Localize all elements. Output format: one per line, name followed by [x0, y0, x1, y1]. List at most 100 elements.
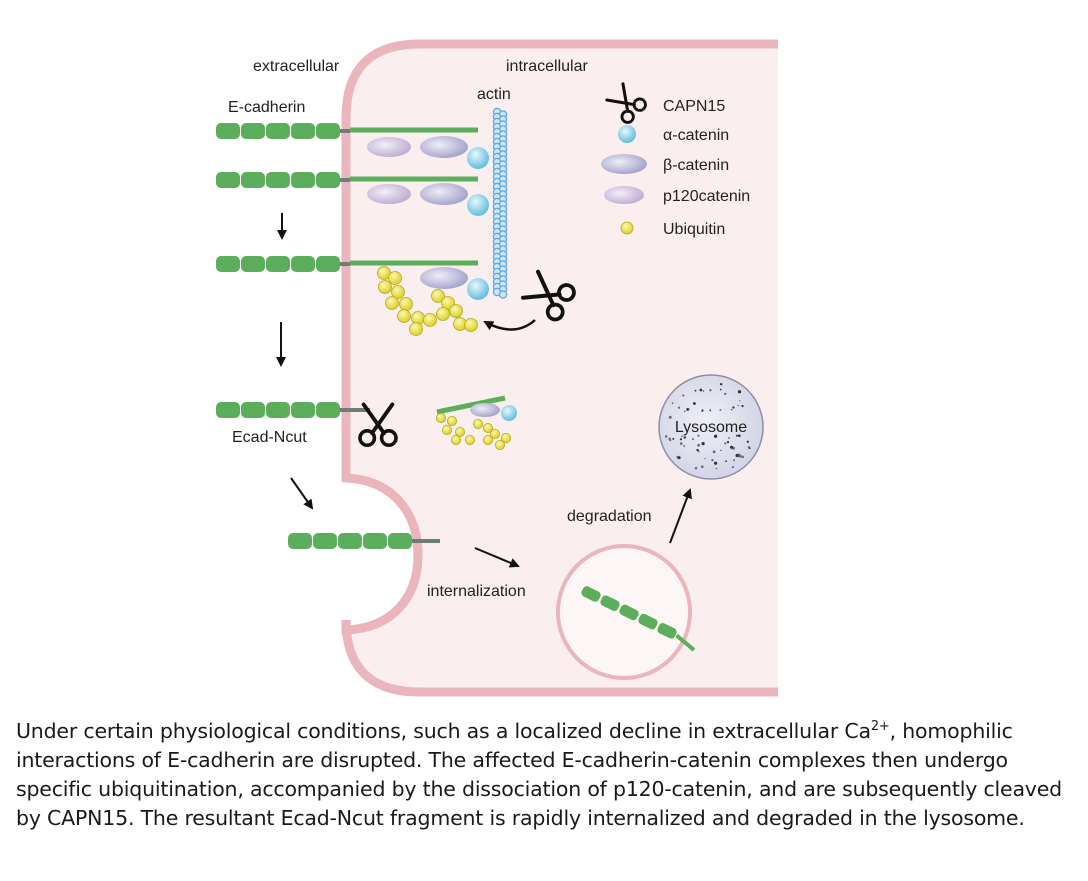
lysosome-particle: [726, 441, 730, 444]
alpha-catenin: [467, 194, 489, 216]
legend-label-p120-catenin: p120catenin: [663, 188, 750, 205]
ubiquitin: [423, 313, 437, 327]
lysosome-particle: [711, 458, 714, 462]
lysosome-particle: [730, 408, 733, 411]
degradation-label: degradation: [567, 508, 652, 525]
lysosome-particle: [677, 456, 681, 460]
ubiquitin: [391, 285, 405, 299]
lysosome-particle: [691, 438, 695, 441]
legend-label-capn15: CAPN15: [663, 98, 725, 115]
ec-domain: [241, 123, 265, 139]
ec-domain: [241, 256, 265, 272]
lysosome-particle: [701, 441, 705, 446]
ec-domain: [600, 595, 620, 611]
lysosome-particle: [671, 402, 674, 405]
ec-domain: [316, 123, 340, 139]
legend-label-ubiquitin: Ubiquitin: [663, 221, 725, 238]
lysosome: [658, 374, 764, 480]
ec-domain: [241, 402, 265, 418]
lysosome-particle: [725, 460, 727, 462]
ubiquitin: [397, 309, 411, 323]
lysosome-particle: [672, 437, 675, 440]
beta-catenin-icon: [601, 154, 647, 174]
lysosome-particle: [694, 389, 697, 392]
ubiquitin: [399, 297, 413, 311]
lysosome-particle: [697, 450, 700, 453]
ubiquitin: [482, 422, 493, 433]
arrow-diagonal: [290, 477, 314, 510]
lysosome-particle: [713, 434, 718, 438]
ec-domain: [313, 533, 337, 549]
lysosome-particle: [677, 406, 681, 409]
lysosome-particle: [741, 404, 744, 408]
lysosome-particle: [709, 409, 712, 412]
lysosome-particle: [684, 410, 686, 412]
lysosome-particle: [683, 445, 686, 447]
lysosome-particle: [696, 448, 699, 452]
ubiquitin: [441, 424, 452, 435]
alpha-catenin-icon: [618, 125, 636, 143]
ubiquitin: [431, 289, 445, 303]
legend-label-alpha-catenin: α-catenin: [663, 127, 729, 144]
lysosome-particles: [664, 383, 751, 470]
extracellular-label: extracellular: [253, 58, 340, 75]
intracellular-label: intracellular: [506, 58, 588, 75]
lysosome-particle: [701, 409, 704, 411]
lysosome-particle: [724, 392, 727, 396]
lysosome-particle: [682, 394, 685, 397]
lysosome-particle: [697, 443, 701, 447]
lysosome-particle: [729, 445, 734, 449]
lysosome-particle: [704, 457, 706, 460]
caption-text-1: Under certain physiological conditions, …: [16, 718, 871, 743]
ec-domain: [288, 533, 312, 549]
lysosome-particle: [741, 455, 745, 459]
ubiquitin: [482, 434, 493, 445]
ubiquitin: [450, 434, 461, 445]
lysosome-particle: [737, 390, 742, 394]
lysosome-particle: [735, 434, 738, 437]
ec-domain: [338, 533, 362, 549]
lysosome-particle: [732, 406, 735, 409]
ubiquitin: [472, 418, 483, 429]
arrow-internalization: [474, 547, 520, 568]
lysosome-particle: [737, 404, 739, 407]
lysosome-particle: [746, 440, 749, 443]
alpha-catenin: [467, 147, 489, 169]
lysosome-particle: [683, 436, 686, 439]
lysosome-particle: [679, 442, 683, 445]
lysosome-particle: [712, 450, 716, 454]
ubiquitin: [385, 296, 399, 310]
lysosome-particle: [681, 435, 683, 438]
ubiquitin: [435, 412, 446, 423]
lysosome-label: Lysosome: [675, 419, 747, 436]
ubiquitin: [446, 415, 457, 426]
ubiquitin: [388, 271, 402, 285]
ubiquitin: [494, 439, 505, 450]
lysosome-particle: [735, 453, 739, 458]
ubiquitin: [378, 280, 392, 294]
p120-catenin: [367, 137, 411, 157]
ec-domain: [266, 402, 290, 418]
actin-filament: [492, 107, 508, 299]
ubiquitin-cluster: [377, 266, 478, 336]
cadherin-row-3: [216, 256, 478, 272]
lysosome-particle: [668, 415, 672, 419]
lysosome-particle: [719, 409, 722, 411]
cadherin-row-1: [216, 123, 478, 139]
lysosome-particle: [714, 461, 718, 465]
ec-domain: [216, 402, 240, 418]
lysosome-particle: [694, 466, 698, 470]
ec-domain: [388, 533, 412, 549]
e-cadherin-pathway-diagram: extracellular intracellular actin E-cadh…: [216, 39, 778, 697]
lysosome-particle: [688, 408, 690, 410]
ubiquitin-icon: [620, 221, 634, 235]
caption-text-2: , homophilic interactions of E-cadherin …: [16, 718, 1062, 830]
ec-domain: [638, 613, 658, 630]
p120-catenin-icon: [604, 186, 644, 204]
actin-subunit: [498, 290, 508, 299]
ubiquitin: [500, 432, 511, 443]
beta-catenin: [420, 183, 468, 205]
cleaved-complex: [435, 395, 517, 450]
lysosome-particle: [720, 383, 723, 386]
arrow-degradation: [669, 488, 692, 544]
